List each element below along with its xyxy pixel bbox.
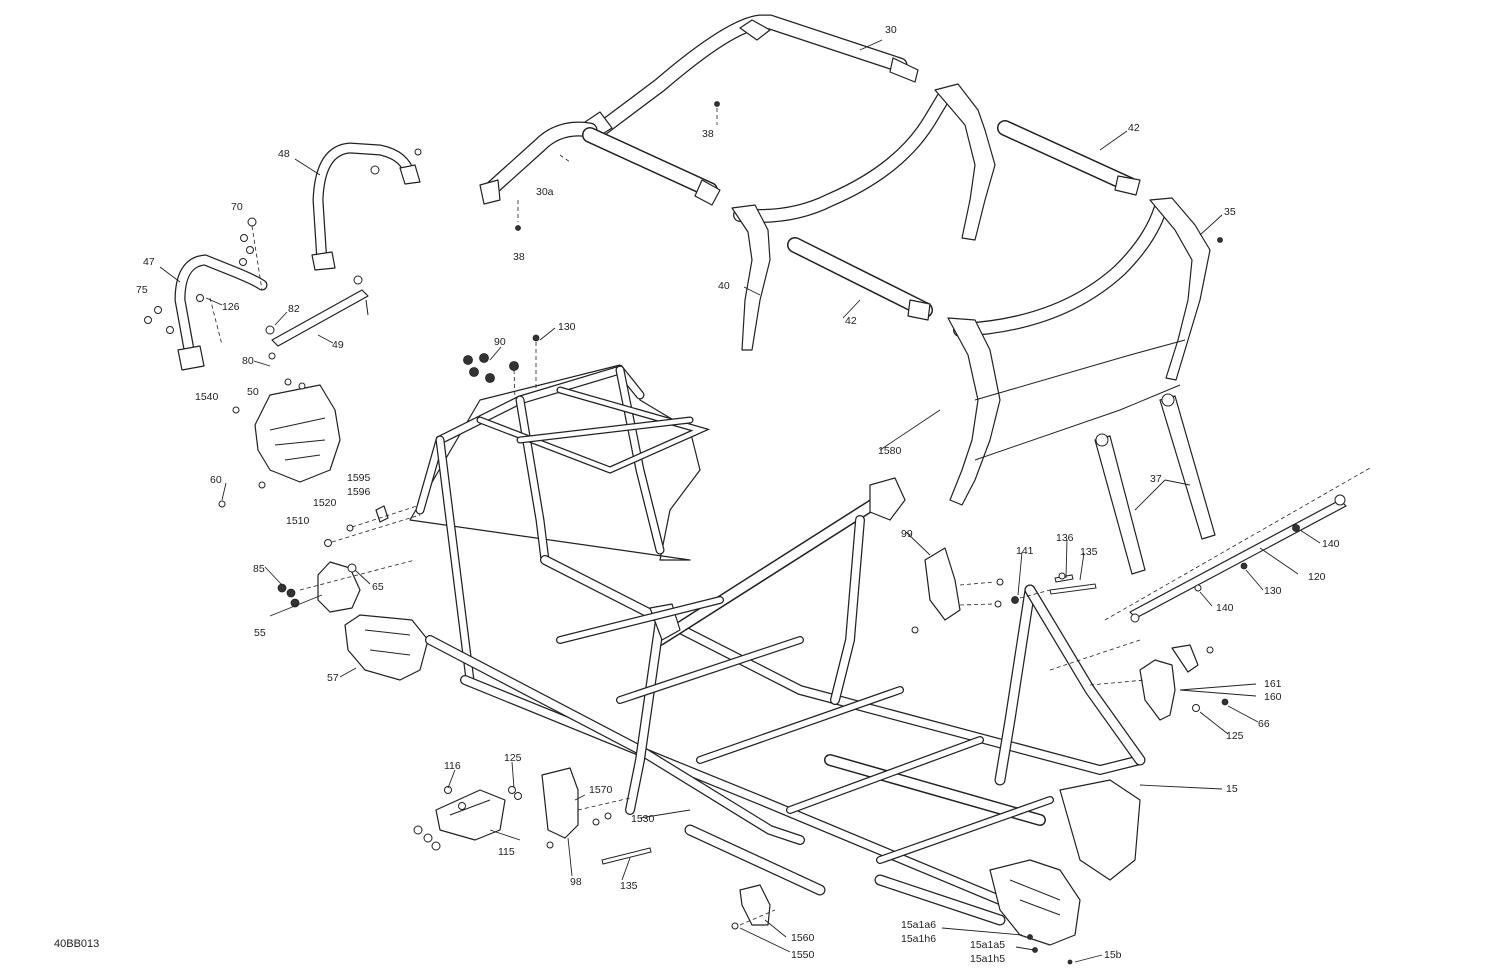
- callout-15a1h5: 15a1h5: [970, 953, 1005, 965]
- callout-1540: 1540: [195, 391, 219, 403]
- callout-1530: 1530: [631, 813, 655, 825]
- callout-1560: 1560: [791, 932, 815, 944]
- callout-40: 40: [718, 280, 730, 292]
- callout-70: 70: [231, 201, 243, 213]
- callout-42: 42: [1128, 122, 1140, 134]
- callout-50: 50: [247, 386, 259, 398]
- callout-65: 65: [372, 581, 384, 593]
- callout-80: 80: [242, 355, 254, 367]
- callout-82: 82: [288, 303, 300, 315]
- callout-125: 125: [1226, 730, 1244, 742]
- callout-125: 125: [504, 752, 522, 764]
- callout-130: 130: [1264, 585, 1282, 597]
- callout-55: 55: [254, 627, 266, 639]
- callout-85: 85: [253, 563, 265, 575]
- callout-130: 130: [558, 321, 576, 333]
- callout-75: 75: [136, 284, 148, 296]
- callout-141: 141: [1016, 545, 1034, 557]
- callout-57: 57: [327, 672, 339, 684]
- main-frame: [409, 364, 1146, 946]
- roll-cage-upper: [479, 14, 1223, 575]
- callout-161: 161: [1264, 678, 1282, 690]
- callout-15a1a6: 15a1a6: [901, 919, 936, 931]
- callout-120: 120: [1308, 571, 1326, 583]
- callout-38: 38: [513, 251, 525, 263]
- callout-48: 48: [278, 148, 290, 160]
- callout-1596: 1596: [347, 486, 371, 498]
- callout-99: 99: [901, 528, 913, 540]
- callout-116: 116: [444, 760, 461, 772]
- callout-1595: 1595: [347, 472, 371, 484]
- callout-1520: 1520: [313, 497, 337, 509]
- callout-42: 42: [845, 315, 857, 327]
- right-side-components: [911, 467, 1371, 965]
- callout-labels: 30 38 30a 38 42 35 40 42 48 70 47 75 126…: [136, 24, 1340, 965]
- front-left-components: [144, 142, 540, 681]
- callout-136: 136: [1056, 532, 1074, 544]
- callout-37: 37: [1150, 473, 1162, 485]
- callout-115: 115: [498, 846, 515, 858]
- callout-15b: 15b: [1104, 949, 1122, 961]
- callout-66: 66: [1258, 718, 1270, 730]
- callout-15: 15: [1226, 783, 1238, 795]
- callout-30a: 30a: [536, 186, 554, 198]
- callout-60: 60: [210, 474, 222, 486]
- bottom-components: [413, 767, 776, 930]
- callout-30: 30: [885, 24, 897, 36]
- diagram-code: 40BB013: [54, 938, 99, 950]
- callout-98: 98: [570, 876, 582, 888]
- callout-1580: 1580: [878, 445, 902, 457]
- leader-lines: [159, 39, 1321, 963]
- callout-49: 49: [332, 339, 344, 351]
- callout-135: 135: [1080, 546, 1098, 558]
- callout-1550: 1550: [791, 949, 815, 961]
- callout-140: 140: [1216, 602, 1234, 614]
- callout-160: 160: [1264, 691, 1282, 703]
- callout-38: 38: [702, 128, 714, 140]
- callout-126: 126: [222, 301, 240, 313]
- callout-1570: 1570: [589, 784, 613, 796]
- callout-35: 35: [1224, 206, 1236, 218]
- callout-47: 47: [143, 256, 155, 268]
- callout-15a1h6: 15a1h6: [901, 933, 936, 945]
- callout-90: 90: [494, 336, 506, 348]
- callout-15a1a5: 15a1a5: [970, 939, 1005, 951]
- callout-140: 140: [1322, 538, 1340, 550]
- callout-1510: 1510: [286, 515, 310, 527]
- callout-135: 135: [620, 880, 638, 892]
